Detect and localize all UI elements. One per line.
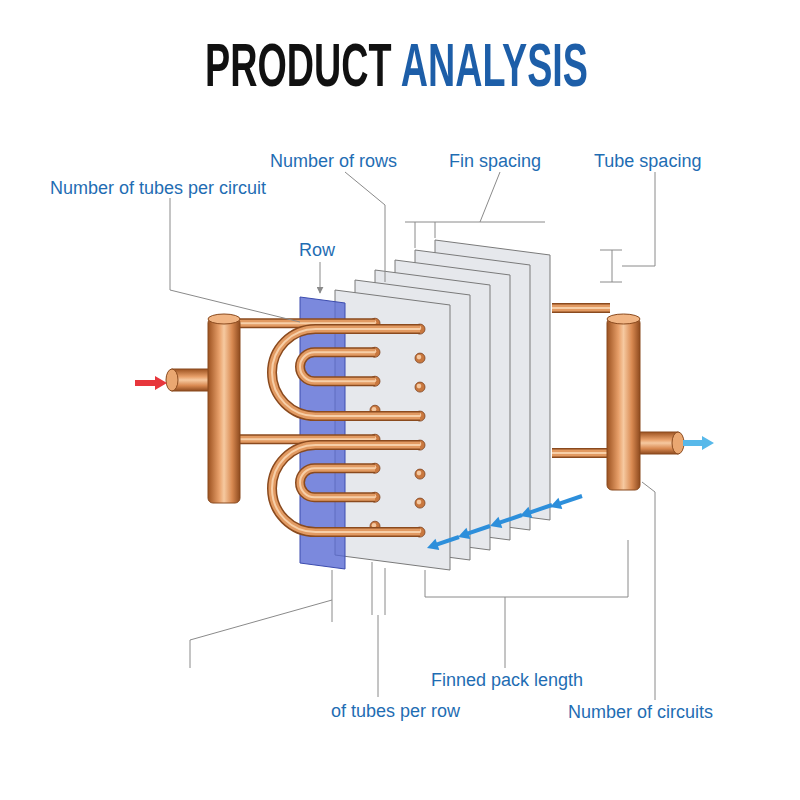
u-bend bbox=[300, 468, 375, 497]
tube-highlight bbox=[417, 500, 422, 505]
tube-highlight bbox=[372, 407, 377, 412]
airflow-arrows bbox=[427, 496, 582, 550]
tube-holes bbox=[370, 318, 425, 537]
pipe-shine bbox=[300, 352, 375, 381]
pipe-body bbox=[552, 305, 610, 312]
pipe-body bbox=[300, 352, 375, 381]
tube-end bbox=[415, 469, 425, 479]
airflow-arrow bbox=[520, 505, 552, 518]
leader-line bbox=[405, 222, 545, 223]
header-branch bbox=[238, 439, 375, 440]
outlet-arrow bbox=[683, 436, 714, 450]
callout-label: Finned pack length bbox=[431, 669, 583, 691]
callout-label: of tubes per row bbox=[331, 700, 460, 722]
callout-label: Row bbox=[299, 239, 335, 261]
leader-arrow bbox=[320, 262, 321, 293]
leader-line bbox=[622, 172, 655, 266]
tube-end bbox=[415, 353, 425, 363]
arrow-shaft bbox=[528, 505, 552, 513]
leader-line bbox=[505, 597, 506, 668]
leader-line bbox=[332, 570, 333, 622]
right-header bbox=[607, 318, 640, 490]
pipe-body bbox=[552, 450, 610, 457]
header-branch bbox=[552, 308, 610, 309]
pipe-shine bbox=[238, 322, 375, 324]
arrow-shaft bbox=[558, 496, 582, 504]
tube-highlight bbox=[417, 471, 422, 476]
arrow-head bbox=[490, 517, 502, 528]
callout-label: Number of tubes per circuit bbox=[50, 177, 266, 199]
leader-line bbox=[480, 172, 500, 222]
tube-highlight bbox=[372, 523, 377, 528]
pipe-outline bbox=[300, 468, 375, 497]
pipe-outline bbox=[300, 352, 375, 381]
header-branch bbox=[238, 323, 375, 324]
tube-end bbox=[415, 382, 425, 392]
leader-line bbox=[170, 198, 300, 322]
inlet-arrow bbox=[135, 376, 167, 390]
leader-line bbox=[415, 222, 416, 248]
leader-line bbox=[372, 562, 373, 615]
pipe-shine bbox=[300, 468, 375, 497]
pipe-outline bbox=[272, 329, 420, 416]
leader-line bbox=[425, 540, 628, 597]
leader-line bbox=[612, 250, 613, 282]
arrow-head bbox=[458, 528, 470, 539]
arrow-head bbox=[427, 539, 439, 550]
header-cap bbox=[208, 314, 240, 324]
u-bend bbox=[272, 329, 420, 416]
arrow-head bbox=[520, 507, 532, 518]
callout-label: Tube spacing bbox=[594, 150, 701, 172]
airflow-arrow bbox=[490, 515, 522, 528]
u-bend bbox=[300, 352, 375, 381]
pipe-shine bbox=[238, 438, 375, 440]
leader-line bbox=[435, 222, 436, 238]
arrow-shaft bbox=[498, 515, 522, 523]
callout-label: Fin spacing bbox=[449, 150, 541, 172]
leader-line bbox=[642, 482, 655, 700]
left-header bbox=[208, 318, 240, 503]
tube-highlight bbox=[417, 355, 422, 360]
arrow-head bbox=[550, 498, 562, 509]
pipe-outline bbox=[272, 445, 420, 532]
leader-line bbox=[190, 600, 332, 668]
leader-line bbox=[378, 615, 379, 697]
pipe-shine bbox=[552, 452, 610, 454]
arrow-shaft bbox=[435, 537, 459, 545]
pipe-outline bbox=[552, 303, 610, 313]
pipe-end bbox=[672, 432, 684, 454]
callout-label: Number of circuits bbox=[568, 701, 713, 723]
fin-pack bbox=[335, 240, 550, 570]
pipe-shine bbox=[552, 307, 610, 309]
u-bend bbox=[272, 445, 420, 532]
airflow-arrow bbox=[550, 496, 582, 509]
arrow-shaft bbox=[466, 526, 490, 534]
airflow-arrow bbox=[427, 537, 459, 550]
pipe-body bbox=[300, 468, 375, 497]
pipe-shine bbox=[272, 329, 420, 416]
header-cap bbox=[607, 314, 640, 324]
leader-line bbox=[600, 250, 622, 251]
pipe-end bbox=[166, 369, 178, 391]
header-branch bbox=[552, 453, 610, 454]
pipe-body bbox=[272, 329, 420, 416]
airflow-arrow bbox=[458, 526, 490, 539]
tube-end bbox=[415, 498, 425, 508]
pipe-outline bbox=[552, 448, 610, 458]
leader-line bbox=[385, 568, 386, 615]
leader-line bbox=[345, 172, 385, 282]
pipe-shine bbox=[272, 445, 420, 532]
callout-label: Number of rows bbox=[270, 150, 397, 172]
page-title: PRODUCT ANALYSIS bbox=[205, 34, 588, 96]
leader-line bbox=[600, 282, 622, 283]
tube-highlight bbox=[417, 384, 422, 389]
pipe-body bbox=[272, 445, 420, 532]
leader-lines bbox=[170, 172, 655, 700]
